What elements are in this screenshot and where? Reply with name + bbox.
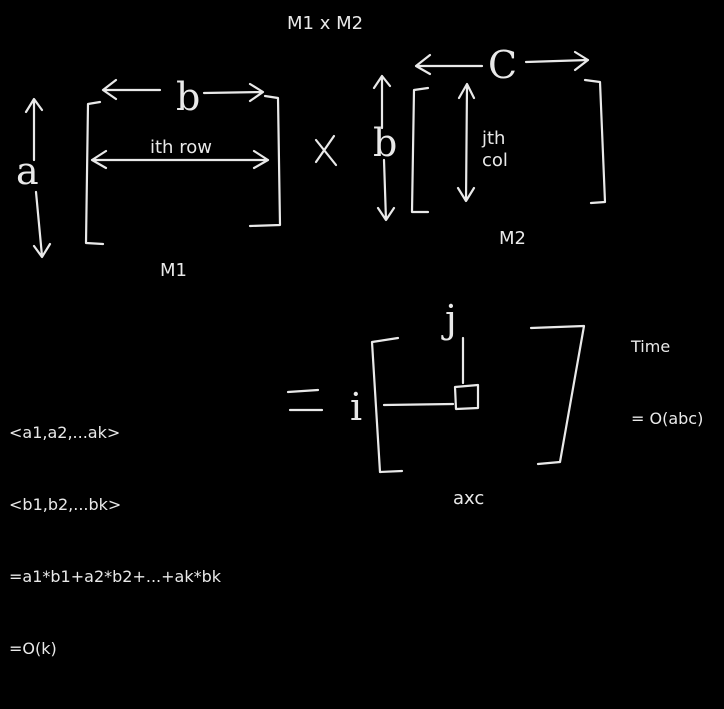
- m2-row-dim-label: b: [373, 121, 397, 165]
- m1-row-dim-arrow-down: [32, 190, 52, 259]
- m1-row-double-arrow: [90, 149, 270, 170]
- dot-product-note: <a1,a2,...ak> <b1,b2,...bk> =a1*b1+a2*b2…: [9, 373, 221, 709]
- m2-col-dim-arrow-left: [414, 53, 484, 76]
- m2-left-bracket: [410, 86, 430, 214]
- m2-label: M2: [499, 228, 526, 249]
- m1-col-dim-arrow-left: [101, 78, 162, 101]
- diagram-svg: M1 x M2 a b ith row M1 C b: [16, 13, 607, 509]
- diagram-title: M1 x M2: [287, 13, 363, 34]
- m2-col-label-line2: col: [482, 150, 508, 171]
- m2-col-label-line1: jth: [481, 128, 505, 149]
- m1-row-dim-arrow-up: [24, 97, 44, 162]
- dot-product-line: =O(k): [9, 639, 57, 658]
- m2-right-bracket: [583, 78, 607, 205]
- dot-product-line: <b1,b2,...bk>: [9, 495, 122, 514]
- m1-row-dim-label: a: [16, 149, 39, 193]
- result-right-bracket: [529, 324, 586, 466]
- m2-col-dim-label: C: [488, 43, 517, 87]
- time-complexity-line2: = O(abc): [631, 409, 704, 428]
- result-row-index: i: [350, 385, 362, 429]
- m2-row-dim-arrow-down: [376, 158, 396, 222]
- m1-row-label: ith row: [150, 137, 212, 158]
- m2-col-dim-arrow-right: [524, 50, 590, 72]
- m1-right-bracket: [248, 94, 282, 228]
- m2-col-double-arrow: [456, 82, 476, 203]
- result-left-bracket: [370, 336, 404, 474]
- equals-sign: [286, 388, 324, 412]
- dot-product-line: =a1*b1+a2*b2+...+ak*bk: [9, 567, 222, 586]
- m1-col-dim-label: b: [176, 75, 200, 119]
- result-label: axc: [453, 488, 484, 509]
- m1-label: M1: [160, 260, 187, 281]
- dot-product-line: <a1,a2,...ak>: [9, 423, 121, 442]
- result-cell: [453, 383, 480, 411]
- time-complexity-note: Time = O(abc): [631, 287, 703, 479]
- result-col-index: j: [441, 297, 457, 341]
- m1-col-dim-arrow-right: [202, 82, 265, 103]
- multiply-sign: [314, 134, 338, 167]
- time-complexity-line1: Time: [631, 337, 671, 356]
- m1-left-bracket: [84, 100, 105, 246]
- m2-row-dim-arrow-up: [372, 74, 392, 130]
- result-row-line: [382, 402, 455, 407]
- whiteboard-canvas: M1 x M2 a b ith row M1 C b: [9, 13, 704, 658]
